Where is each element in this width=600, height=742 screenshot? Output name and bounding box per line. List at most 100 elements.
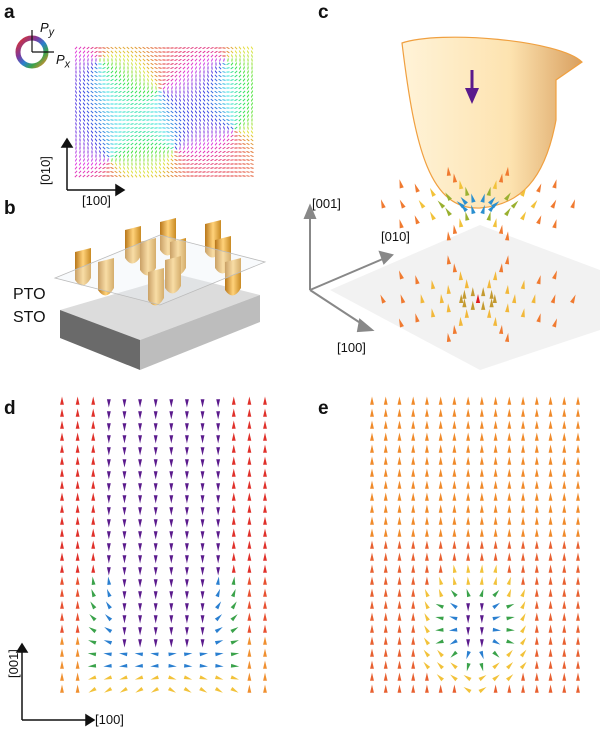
polarization-dash [190,102,194,106]
polarization-dash [210,74,214,78]
polarization-dash [102,162,106,166]
polarization-dash [198,98,202,102]
polarization-dash [222,163,226,165]
polarization-dash [210,138,214,142]
polarization-dash [174,74,178,78]
polarization-dash [138,150,142,154]
polarization-cone [452,468,457,477]
polarization-dash [174,102,178,106]
polarization-dash [218,106,222,110]
polarization-dash [182,74,186,78]
polarization-dash [154,74,158,78]
polarization-cone [263,456,267,465]
polarization-cone [548,492,553,501]
polarization-dash [75,150,77,154]
polarization-dash [123,70,125,74]
polarization-cone [247,444,252,453]
polarization-dash [110,123,114,125]
polarization-dash [198,118,202,122]
polarization-cone [103,675,113,680]
polarization-dash [158,83,162,85]
polarization-cone [478,687,487,694]
polarization-cone [505,284,510,294]
polarization-cone [106,531,111,540]
polarization-dash [174,134,178,138]
polarization-dash [210,158,214,162]
polarization-dash [178,122,182,126]
polarization-dash [106,146,110,150]
polarization-dash [186,54,190,58]
polarization-cone [507,432,512,441]
polarization-dash [242,50,246,54]
polarization-dash [106,130,110,134]
polarization-dash [246,163,250,165]
polarization-cone [104,614,113,622]
polarization-cone [370,564,374,573]
polarization-cone [431,308,436,318]
polarization-cone [548,420,553,429]
polarization-dash [78,110,82,114]
polarization-dash [246,90,250,94]
polarization-dash [138,123,142,125]
polarization-dash [130,54,134,58]
polarization-dash [74,174,78,178]
polarization-cone [452,444,457,453]
polarization-cone [383,672,388,681]
polarization-dash [170,70,174,74]
polarization-dash [134,174,138,178]
polarization-dash [186,70,190,74]
polarization-cone [397,504,402,513]
polarization-cone [153,399,158,408]
polarization-dash [190,158,194,162]
polarization-dash [226,122,230,126]
polarization-dash [158,71,162,73]
polarization-cone [504,192,511,202]
polarization-dash [242,98,246,102]
polarization-cone [453,576,457,586]
polarization-dash [198,106,202,110]
polarization-cone [183,686,192,693]
polarization-dash [158,166,162,170]
polarization-dash [162,142,166,146]
polarization-dash [170,114,174,118]
polarization-cone [168,663,177,668]
polarization-cone [507,528,512,537]
polarization-cone [183,675,193,680]
polarization-cone [521,420,525,429]
polarization-dash [83,58,85,62]
polarization-dash [94,174,98,178]
polarization-dash [190,126,194,130]
polarization-dash [158,174,162,178]
polarization-dash [98,110,102,114]
polarization-cone [247,636,252,645]
polarization-dash [78,98,82,102]
polarization-cone [231,492,236,501]
polarization-dash [202,90,206,94]
polarization-dash [222,66,226,70]
polarization-cone [199,675,208,680]
polarization-dash [79,150,81,154]
polarization-dash [114,174,118,178]
polarization-cone [411,552,416,561]
polarization-dash [82,130,86,134]
polarization-dash [154,142,158,146]
polarization-dash [166,114,170,118]
polarization-cone [548,432,553,441]
polarization-dash [191,130,193,134]
polarization-cone [521,468,525,477]
polarization-cone [184,507,189,516]
polarization-dash [202,114,206,118]
polarization-dash [218,150,222,154]
polarization-dash [142,174,146,178]
polarization-dash [210,46,214,50]
polarization-dash [170,59,174,61]
polarization-dash [182,126,186,130]
polarization-cone [169,459,174,468]
polarization-dash [226,138,230,142]
polarization-dash [191,74,193,78]
polarization-dash [170,106,174,110]
polarization-cone [169,639,174,648]
polarization-cone [122,579,127,588]
polarization-dash [234,82,238,86]
polarization-cone [548,564,553,573]
